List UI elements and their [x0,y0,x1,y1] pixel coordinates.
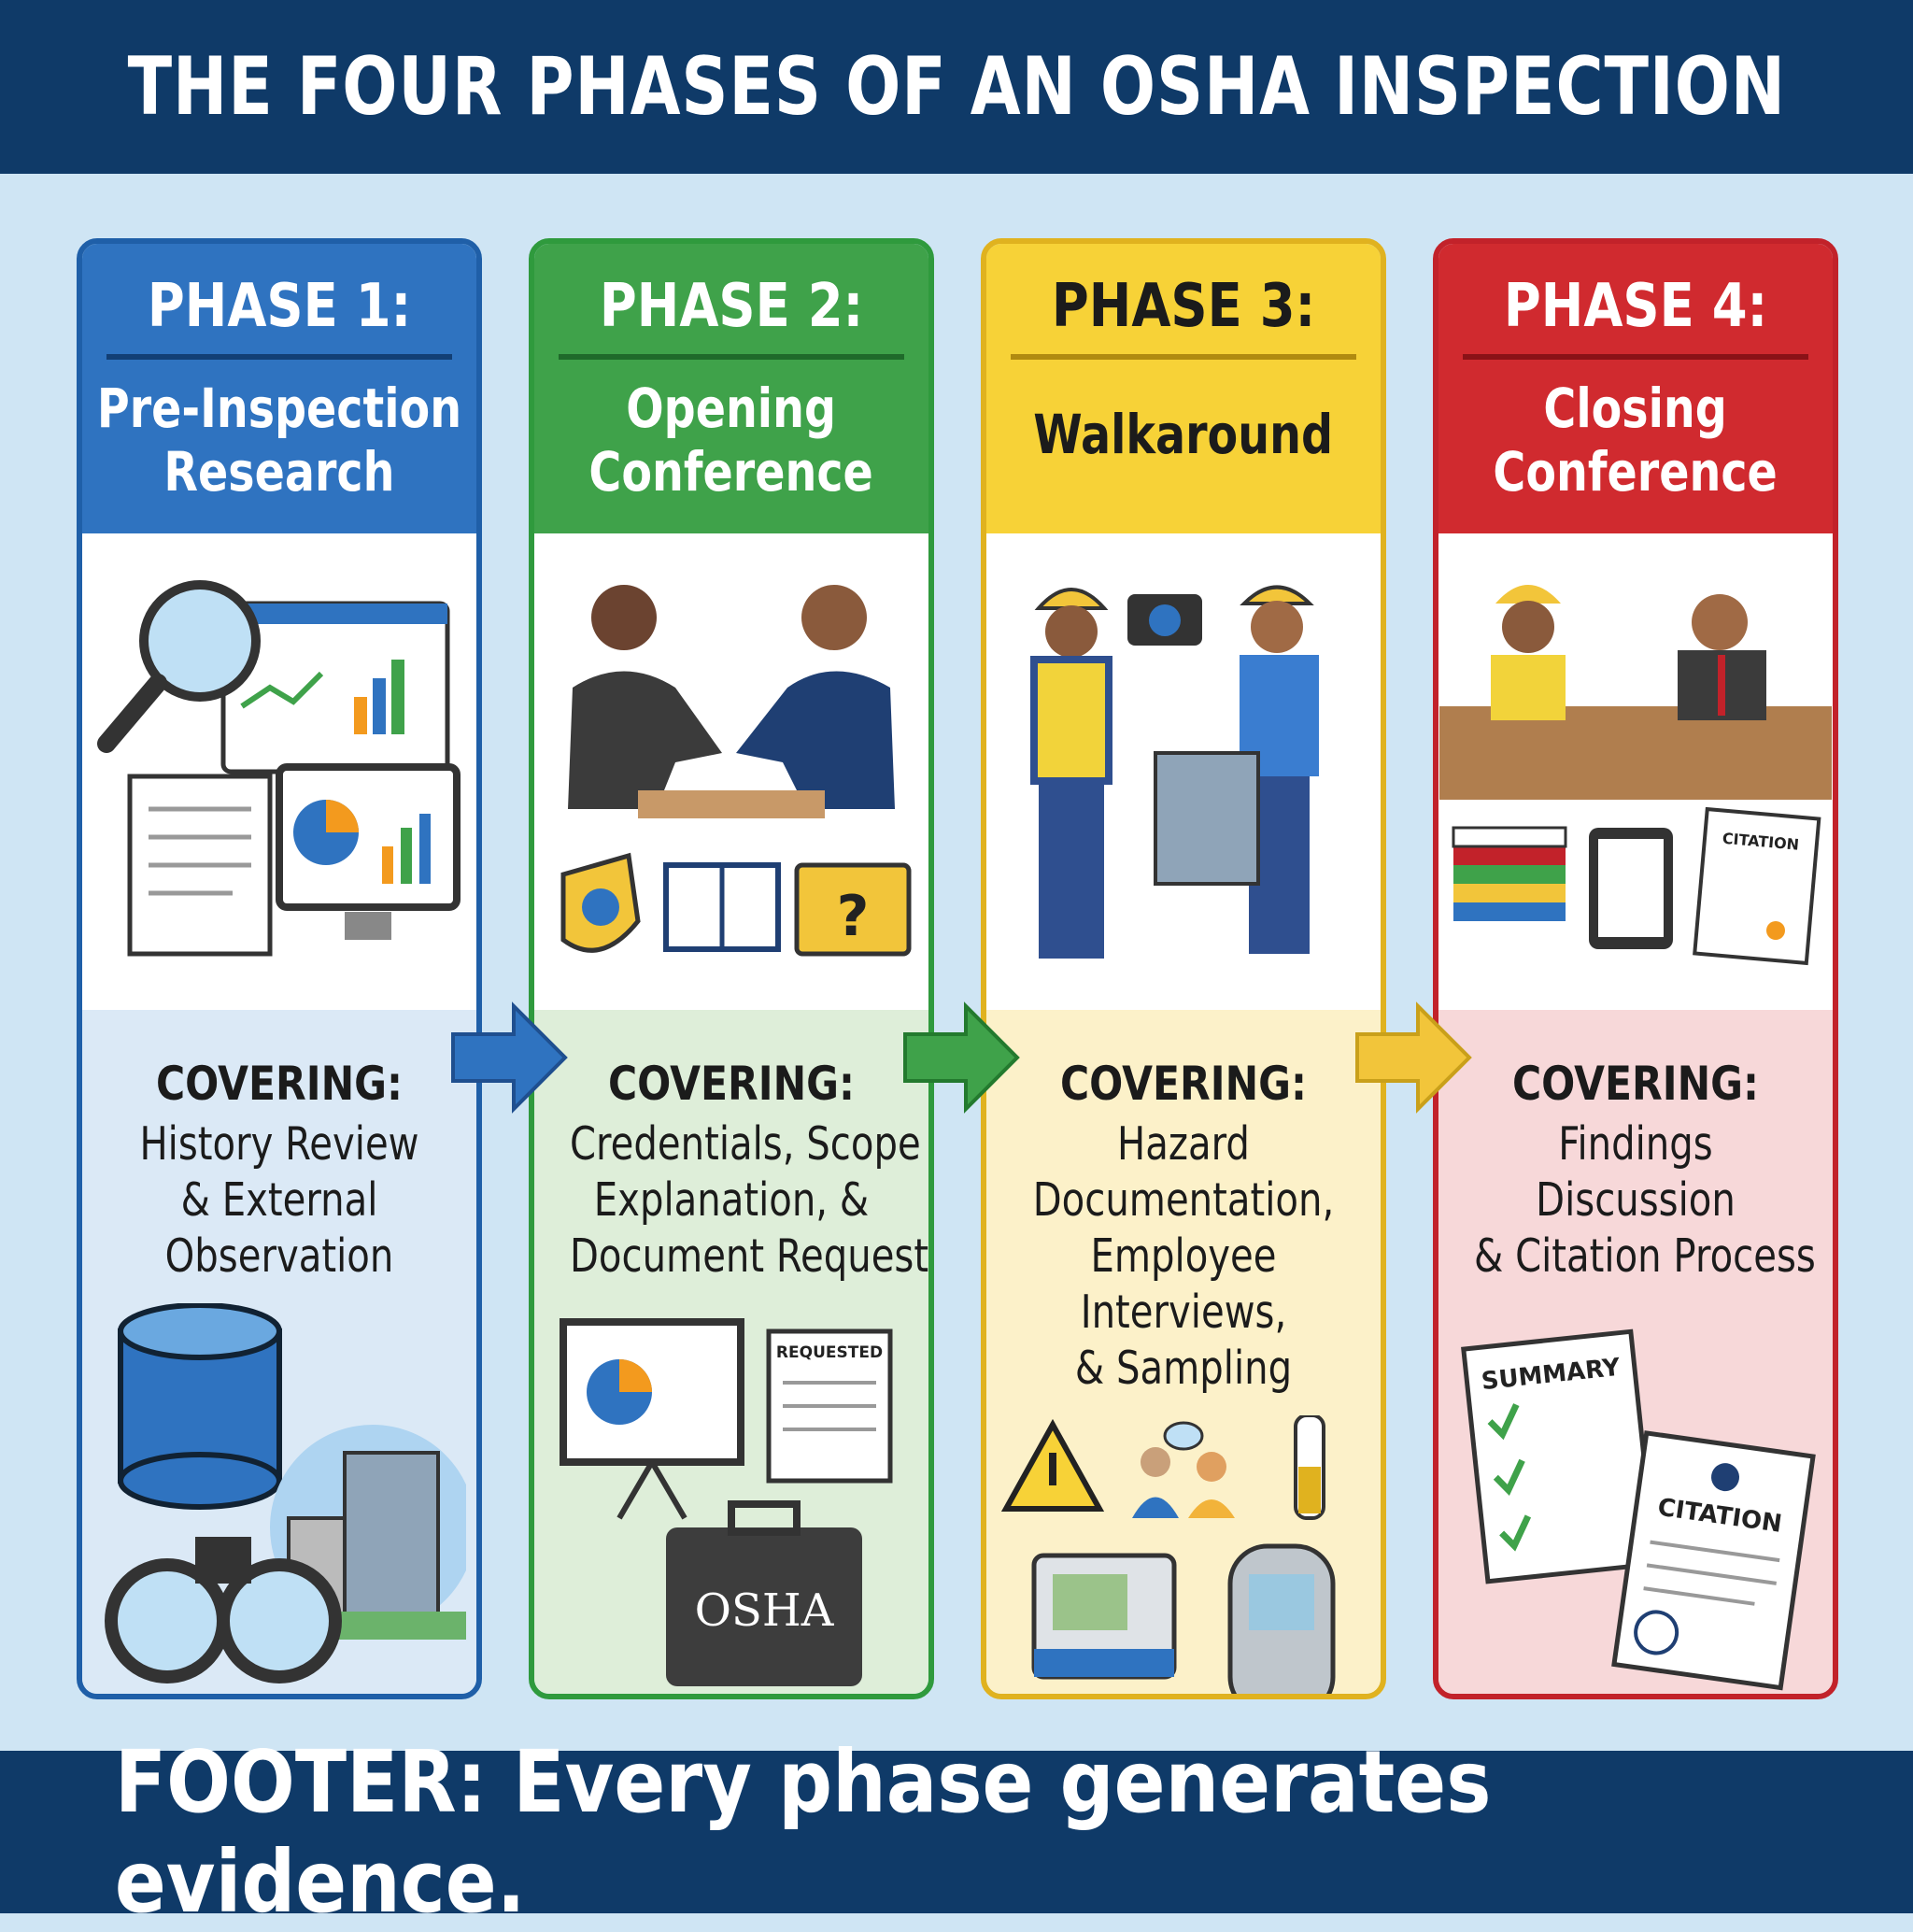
phase-2-illustration: ? [534,533,928,1010]
divider [1463,354,1808,360]
covering-label: COVERING: [1511,1057,1760,1111]
divider [1011,354,1356,360]
browser-chart-icon [220,601,450,774]
binoculars-icon [105,1537,342,1683]
air-sampler-icon [1031,1553,1177,1680]
phase-4-bottom-icons: SUMMARY CITATION [1461,1328,1816,1691]
footer-banner: FOOTER: Every phase generates evidence. [0,1732,1913,1932]
phase-3-label: PHASE 3: [1051,272,1316,341]
camera-icon [1127,594,1202,646]
phase-3-bottom-icons [1000,1415,1336,1694]
covering-label: COVERING: [1059,1057,1308,1111]
footer-text: FOOTER: Every phase generates evidence. [114,1732,1492,1932]
inspector-icon [1030,588,1112,959]
phase-1-illustration [82,533,476,1010]
arrow-right-icon [903,1002,1020,1114]
phase-1-label: PHASE 1: [147,272,412,341]
requested-document-icon: REQUESTED [766,1328,893,1484]
phase-1-bottom-icons [105,1303,466,1683]
phase-4-illustration: CITATION [1438,533,1833,1010]
covering-label: COVERING: [155,1057,404,1111]
meeting-icon [1439,585,1832,800]
sample-tube-icon [1294,1415,1325,1520]
svg-text:OSHA: OSHA [695,1584,835,1637]
magnifier-icon [97,580,261,753]
phase-3-header: PHASE 3: Walkaround [986,244,1381,533]
sound-meter-icon [1227,1543,1336,1694]
arrow-right-icon [1355,1002,1472,1114]
phase-2-bottom-icons: REQUESTED OSHA [560,1318,893,1686]
citation-document-icon: CITATION [1611,1430,1816,1691]
phase-3-name: Walkaround [1033,403,1334,466]
phase-4-label: PHASE 4: [1503,272,1768,341]
citation-certificate-icon: CITATION [1693,806,1821,966]
arrow-right-icon [451,1002,568,1114]
interview-icon [1132,1421,1235,1518]
tablet-icon [1589,828,1673,949]
svg-text:REQUESTED: REQUESTED [776,1343,883,1362]
folder-question-icon: ? [794,862,912,957]
divider [106,354,452,360]
divider [559,354,904,360]
title-banner: THE FOUR PHASES OF AN OSHA INSPECTION [0,0,1913,174]
briefcase-icon: OSHA [666,1500,862,1686]
badge-icon [560,852,641,953]
document-icon [127,774,273,957]
svg-text:?: ? [837,884,870,949]
monitor-chart-icon [276,763,461,940]
summary-checklist-icon: SUMMARY [1461,1328,1658,1584]
presentation-icon [560,1318,744,1520]
page-title: THE FOUR PHASES OF AN OSHA INSPECTION [127,40,1786,134]
warning-icon [1000,1418,1105,1512]
phase-3-illustration [986,533,1381,1010]
files-stack-icon [1452,826,1567,921]
handshake-icon [568,585,895,818]
book-icon [663,862,781,952]
phase-2-label: PHASE 2: [599,272,864,341]
covering-label: COVERING: [607,1057,856,1111]
database-icon [118,1303,282,1510]
worker-icon [1154,585,1319,954]
